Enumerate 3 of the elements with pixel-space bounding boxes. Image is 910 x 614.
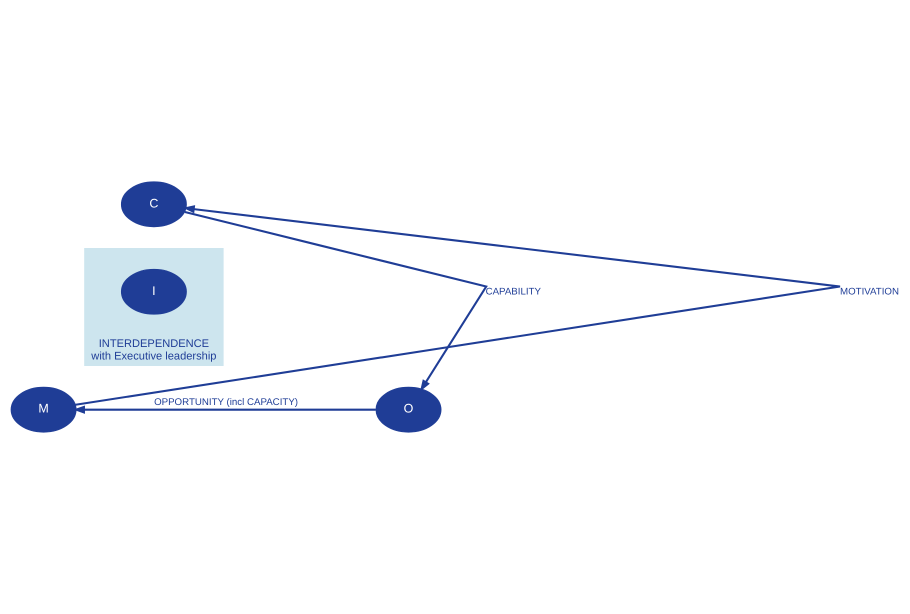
edge-label: MOTIVATION <box>840 286 899 298</box>
edge-label: CAPABILITY <box>486 286 541 298</box>
edge-label: OPPORTUNITY (incl CAPACITY) <box>154 396 298 408</box>
